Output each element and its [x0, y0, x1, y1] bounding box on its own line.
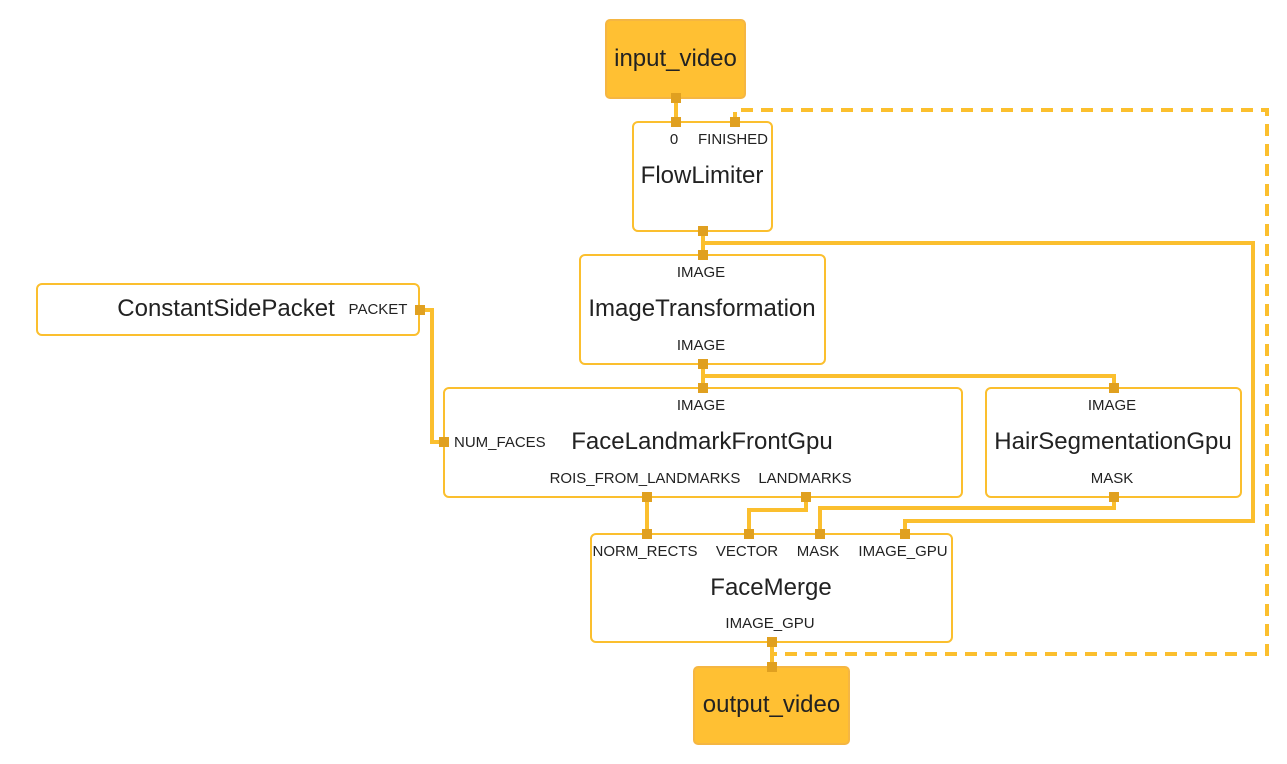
hairsegmentation-title: HairSegmentationGpu	[994, 428, 1231, 455]
port-hairsegmentation-mask[interactable]	[1109, 492, 1119, 502]
facelandmark-port-image-label: IMAGE	[677, 397, 725, 414]
port-facemerge-image-gpu-out[interactable]	[767, 637, 777, 647]
edge-landmarks-to-vector[interactable]	[747, 497, 808, 534]
flowlimiter-title: FlowLimiter	[641, 162, 764, 189]
input-video-node[interactable]: input_video	[605, 19, 746, 99]
facemerge-title: FaceMerge	[710, 574, 831, 601]
facemerge-port-image-gpu-in-label: IMAGE_GPU	[858, 543, 947, 560]
port-facemerge-image-gpu-in[interactable]	[900, 529, 910, 539]
port-imagetransformation-in[interactable]	[698, 250, 708, 260]
facemerge-port-vector-label: VECTOR	[716, 543, 778, 560]
flowlimiter-port-finished-label: FINISHED	[698, 131, 768, 148]
port-flowlimiter-0[interactable]	[671, 117, 681, 127]
constantsidepacket-port-packet-label: PACKET	[349, 301, 408, 318]
output-video-label: output_video	[703, 691, 840, 718]
port-facelandmark-image[interactable]	[698, 383, 708, 393]
port-imagetransformation-out[interactable]	[698, 359, 708, 369]
imagetransformation-port-image-in-label: IMAGE	[677, 264, 725, 281]
flowlimiter-port-0-label: 0	[670, 131, 678, 148]
port-input-video-out[interactable]	[671, 93, 681, 103]
facemerge-port-norm-rects-label: NORM_RECTS	[592, 543, 697, 560]
facelandmark-node[interactable]: IMAGE NUM_FACES FaceLandmarkFrontGpu ROI…	[443, 387, 963, 498]
port-facemerge-norm-rects[interactable]	[642, 529, 652, 539]
flowlimiter-node[interactable]: 0 FINISHED FlowLimiter	[632, 121, 773, 232]
port-output-video-in[interactable]	[767, 662, 777, 672]
facemerge-port-image-gpu-out-label: IMAGE_GPU	[725, 615, 814, 632]
port-constantsidepacket-packet[interactable]	[415, 305, 425, 315]
constantsidepacket-node[interactable]: ConstantSidePacket PACKET	[36, 283, 420, 336]
edge-flowlimiter-to-facemerge-image-gpu[interactable]	[701, 235, 1255, 534]
imagetransformation-port-image-out-label: IMAGE	[677, 337, 725, 354]
imagetransformation-node[interactable]: IMAGE ImageTransformation IMAGE	[579, 254, 826, 365]
hairsegmentation-port-mask-label: MASK	[1091, 470, 1134, 487]
facelandmark-port-rois-label: ROIS_FROM_LANDMARKS	[550, 470, 741, 487]
port-flowlimiter-out[interactable]	[698, 226, 708, 236]
port-facemerge-mask[interactable]	[815, 529, 825, 539]
edge-mask-to-mask[interactable]	[818, 497, 1116, 534]
edges	[420, 98, 1269, 667]
edge-facemerge-to-finished-dashed[interactable]	[733, 108, 1269, 656]
constantsidepacket-title: ConstantSidePacket	[117, 295, 335, 322]
hairsegmentation-node[interactable]: IMAGE HairSegmentationGpu MASK	[985, 387, 1242, 498]
port-facelandmark-num-faces[interactable]	[439, 437, 449, 447]
facelandmark-port-num-faces-label: NUM_FACES	[454, 434, 546, 451]
edge-packet-to-num-faces[interactable]	[420, 308, 444, 444]
port-hairsegmentation-image[interactable]	[1109, 383, 1119, 393]
port-facelandmark-rois[interactable]	[642, 492, 652, 502]
port-facemerge-vector[interactable]	[744, 529, 754, 539]
ports	[415, 93, 1119, 672]
facemerge-port-mask-label: MASK	[797, 543, 840, 560]
facelandmark-title: FaceLandmarkFrontGpu	[571, 428, 832, 455]
port-flowlimiter-finished[interactable]	[730, 117, 740, 127]
imagetransformation-title: ImageTransformation	[588, 295, 815, 322]
facelandmark-port-landmarks-label: LANDMARKS	[758, 470, 851, 487]
input-video-label: input_video	[614, 45, 737, 72]
port-facelandmark-landmarks[interactable]	[801, 492, 811, 502]
output-video-node[interactable]: output_video	[693, 666, 850, 745]
facemerge-node[interactable]: NORM_RECTS VECTOR MASK IMAGE_GPU FaceMer…	[590, 533, 953, 643]
hairsegmentation-port-image-label: IMAGE	[1088, 397, 1136, 414]
edge-imagetransformation-to-hairsegmentation[interactable]	[701, 368, 1116, 388]
